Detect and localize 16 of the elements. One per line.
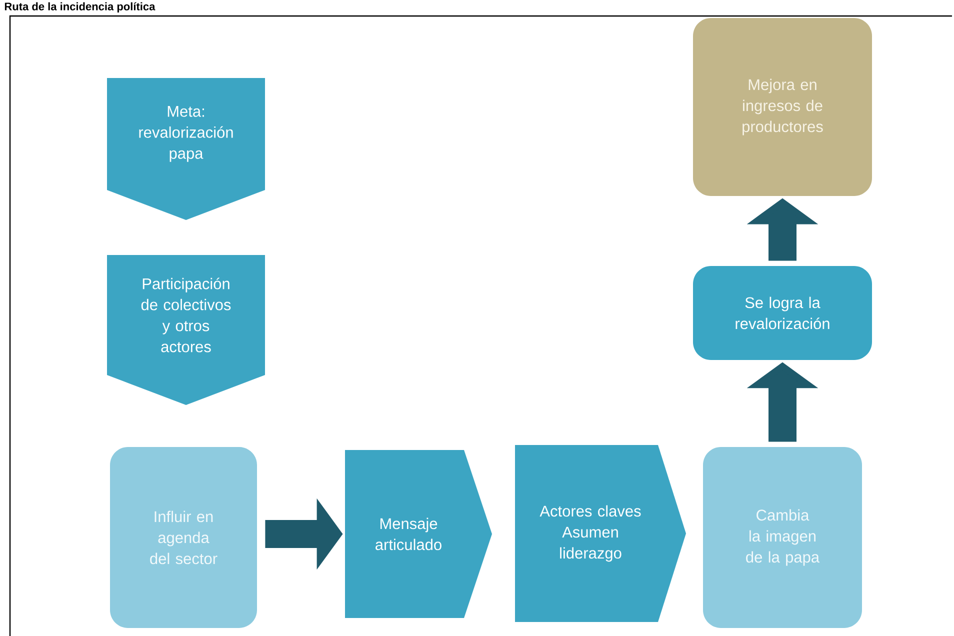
chevron-shape	[107, 78, 265, 220]
node-text: Meta: revalorización papa	[139, 106, 233, 162]
chevron-shape	[515, 444, 686, 622]
title: Ruta de la incidencia política	[4, 2, 156, 13]
rounded-box	[693, 266, 872, 360]
node-text: Cambia la imagen de la papa	[746, 509, 820, 566]
node-text: Influir en agenda del sector	[150, 510, 218, 564]
rounded-box	[703, 446, 862, 628]
rounded-box	[693, 18, 872, 196]
node-text: Actores claves Asumen liderazgo	[540, 505, 641, 562]
node-text: Mensaje articulado	[376, 518, 442, 550]
node-text: Mejora en ingresos de productores	[742, 78, 823, 136]
node-text: Participación de colectivos y otros actores	[141, 278, 231, 352]
rounded-box	[110, 446, 257, 628]
node-text: Se logra la revalorización	[736, 296, 830, 330]
chevron-shape	[107, 254, 265, 405]
